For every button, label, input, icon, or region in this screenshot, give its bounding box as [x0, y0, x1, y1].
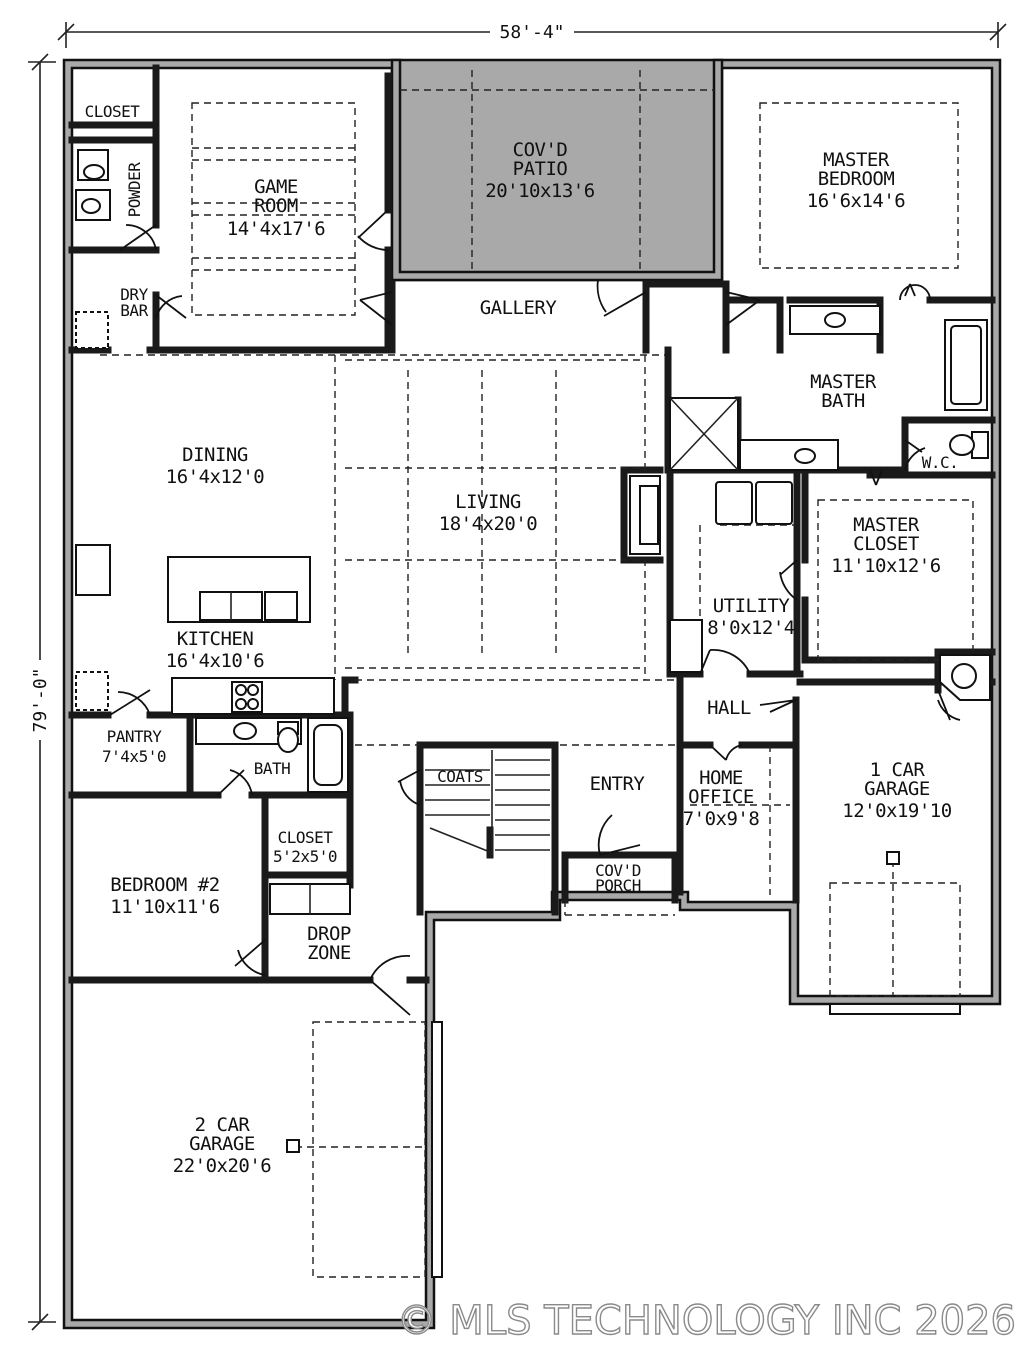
- covd-patio-label-2: PATIO: [513, 158, 568, 180]
- kitchen-label: KITCHEN: [177, 628, 254, 650]
- home-office-label-1: HOME: [699, 767, 743, 789]
- entry-label: ENTRY: [590, 773, 646, 795]
- game-room-size: 14'4x17'6: [227, 218, 326, 240]
- covd-porch-label-1: COV'D: [595, 861, 641, 880]
- bedroom-2-size: 11'10x11'6: [110, 896, 219, 918]
- one-car-garage-size: 12'0x19'10: [842, 800, 951, 822]
- powder-label: POWDER: [125, 162, 144, 218]
- dry-bar-label-2: BAR: [120, 301, 148, 320]
- one-car-garage-label-2: GARAGE: [864, 778, 930, 800]
- game-room-label-1: GAME: [254, 176, 298, 198]
- wc-label: W.C.: [922, 453, 959, 472]
- bath-label: BATH: [254, 759, 291, 778]
- depth-dimension: 79'-0": [30, 667, 51, 732]
- coats-label: COATS: [437, 767, 483, 786]
- two-car-garage-size: 22'0x20'6: [173, 1155, 272, 1177]
- home-office-label-2: OFFICE: [688, 786, 754, 808]
- kitchen-size: 16'4x10'6: [166, 650, 265, 672]
- closet-top-label: CLOSET: [85, 102, 141, 121]
- closet-mid-size: 5'2x5'0: [273, 847, 337, 866]
- pantry-size: 7'4x5'0: [102, 747, 166, 766]
- door-swings: [109, 209, 961, 1016]
- covd-patio-label-1: COV'D: [513, 139, 568, 161]
- living-size: 18'4x20'0: [439, 513, 538, 535]
- drop-zone-label-2: ZONE: [307, 942, 351, 964]
- master-closet-label-1: MASTER: [853, 514, 920, 536]
- utility-label: UTILITY: [713, 595, 791, 617]
- covd-porch-label-2: PORCH: [595, 876, 641, 895]
- one-car-garage-label-1: 1 CAR: [870, 759, 926, 781]
- home-office-size: 7'0x9'8: [683, 808, 760, 830]
- hall-label: HALL: [707, 697, 751, 719]
- closet-mid-label: CLOSET: [278, 828, 334, 847]
- master-bedroom-size: 16'6x14'6: [807, 190, 906, 212]
- watermark: © MLS TECHNOLOGY INC 2026: [397, 1298, 1016, 1344]
- master-bedroom-label-2: BEDROOM: [818, 168, 895, 190]
- room-labels: CLOSET POWDER DRY BAR GAME ROOM 14'4x17'…: [85, 102, 959, 1177]
- two-car-garage-label-2: GARAGE: [189, 1133, 255, 1155]
- utility-size: 8'0x12'4: [707, 617, 795, 639]
- width-dimension: 58'-4": [499, 22, 564, 43]
- dimension-lines: [24, 18, 1007, 1331]
- master-closet-label-2: CLOSET: [853, 533, 919, 555]
- master-bedroom-label-1: MASTER: [823, 149, 890, 171]
- bedroom-2-label: BEDROOM #2: [110, 874, 219, 896]
- two-car-garage-label-1: 2 CAR: [195, 1114, 251, 1136]
- master-closet-size: 11'10x12'6: [831, 555, 940, 577]
- drop-zone-label-1: DROP: [307, 923, 351, 945]
- master-bath-label-1: MASTER: [810, 371, 877, 393]
- game-room-label-2: ROOM: [254, 195, 298, 217]
- gallery-label: GALLERY: [480, 297, 558, 319]
- dining-label: DINING: [182, 444, 248, 466]
- fixtures: [75, 149, 991, 1278]
- dry-bar-label-1: DRY: [120, 285, 148, 304]
- living-label: LIVING: [455, 491, 521, 513]
- dining-size: 16'4x12'0: [166, 466, 265, 488]
- dashed-lines: [100, 70, 974, 1278]
- pantry-label: PANTRY: [107, 727, 163, 746]
- covd-patio-size: 20'10x13'6: [485, 180, 594, 202]
- interior-walls: [68, 64, 996, 984]
- master-bath-label-2: BATH: [821, 390, 865, 412]
